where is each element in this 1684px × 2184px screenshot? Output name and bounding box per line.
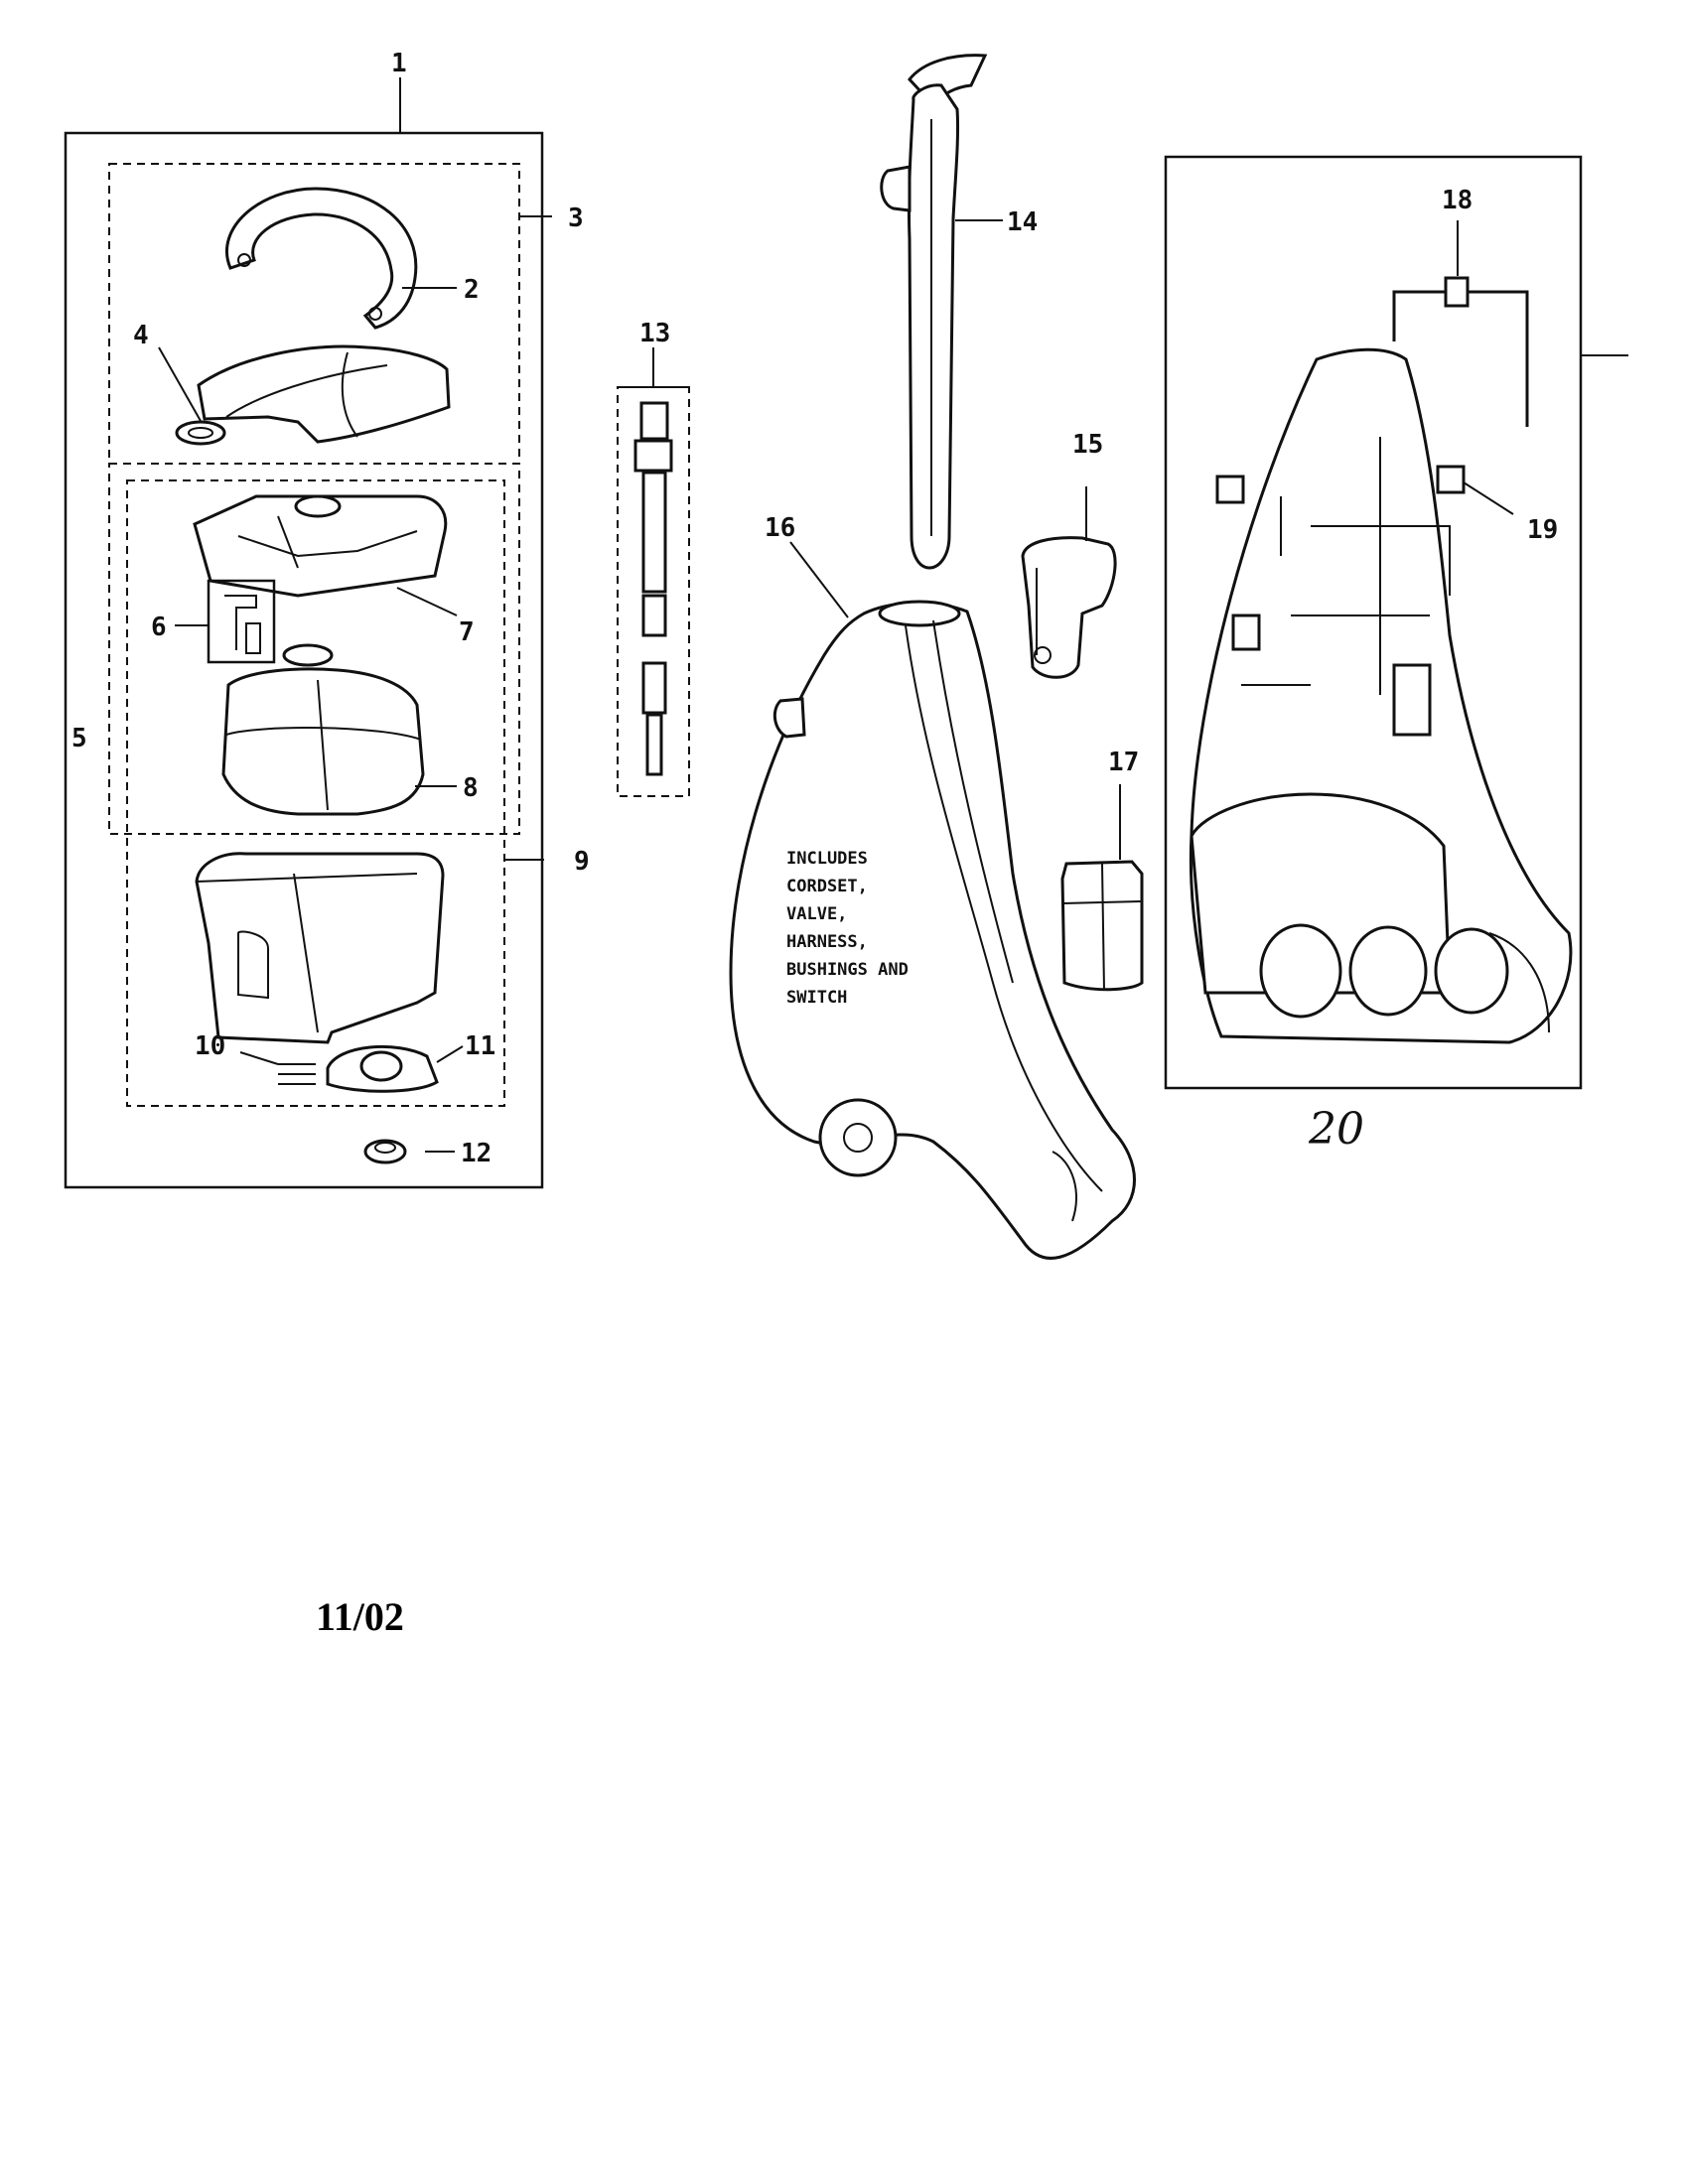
housing-note-line-4: HARNESS, [786, 932, 868, 952]
callout-3: 3 [568, 204, 584, 233]
callout-17: 17 [1108, 748, 1139, 777]
part-6-bracket-frame [207, 579, 276, 664]
callout-16: 16 [765, 513, 795, 543]
callout-9: 9 [574, 847, 590, 877]
tank-cover [197, 344, 451, 444]
group-9-dashed-box [126, 479, 505, 1107]
callout-18: 18 [1442, 186, 1473, 215]
housing-note-line-2: CORDSET, [786, 877, 868, 896]
tank-assembly-panel: 1 3 2 4 9 5 7 [64, 49, 590, 1189]
housing-note-line-1: INCLUDES [786, 849, 868, 869]
callout-6: 6 [151, 613, 167, 642]
callout-19: 19 [1527, 515, 1558, 545]
part-17-filter-cartridge: 17 [1060, 748, 1144, 992]
part-7-tank-plate [193, 494, 448, 598]
callout-14: 14 [1007, 207, 1038, 237]
part-19-clip [1436, 465, 1466, 494]
part-14-handle-tube: 14 [880, 54, 1038, 570]
callout-20-handwritten: 20 [1308, 1104, 1364, 1155]
callout-4: 4 [133, 321, 149, 350]
part-16-main-housing: 16 INCLUDES CORDSET, VALVE, HARNESS, BUS… [729, 513, 1136, 1260]
part-15-nozzle-housing: 15 [1021, 430, 1117, 679]
callout-11: 11 [465, 1031, 495, 1061]
date-code: 11/02 [316, 1594, 404, 1639]
callout-10: 10 [195, 1031, 225, 1061]
callout-15: 15 [1072, 430, 1103, 460]
callout-12: 12 [461, 1139, 491, 1168]
callout-7: 7 [459, 617, 475, 647]
callout-5: 5 [71, 724, 87, 753]
assembly-20-frame [1164, 155, 1583, 1090]
housing-note-line-6: SWITCH [786, 988, 847, 1008]
housing-note-line-5: BUSHINGS AND [786, 960, 909, 980]
part-2-carry-handle [225, 187, 418, 330]
callout-8: 8 [463, 773, 479, 803]
callout-13: 13 [639, 319, 670, 348]
housing-note: INCLUDES CORDSET, VALVE, HARNESS, BUSHIN… [786, 849, 918, 1008]
assembly-1-frame [64, 131, 544, 1189]
housing-note-line-3: VALVE, [786, 904, 847, 924]
group-3-dashed-box [108, 163, 520, 465]
callout-1: 1 [391, 49, 407, 78]
part-13-valve-group: 13 [617, 319, 690, 797]
part-4-float [175, 420, 226, 446]
handle-assembly-panel: 18 19 [1164, 155, 1628, 1090]
tank-base [195, 852, 445, 1044]
callout-2: 2 [464, 275, 480, 305]
